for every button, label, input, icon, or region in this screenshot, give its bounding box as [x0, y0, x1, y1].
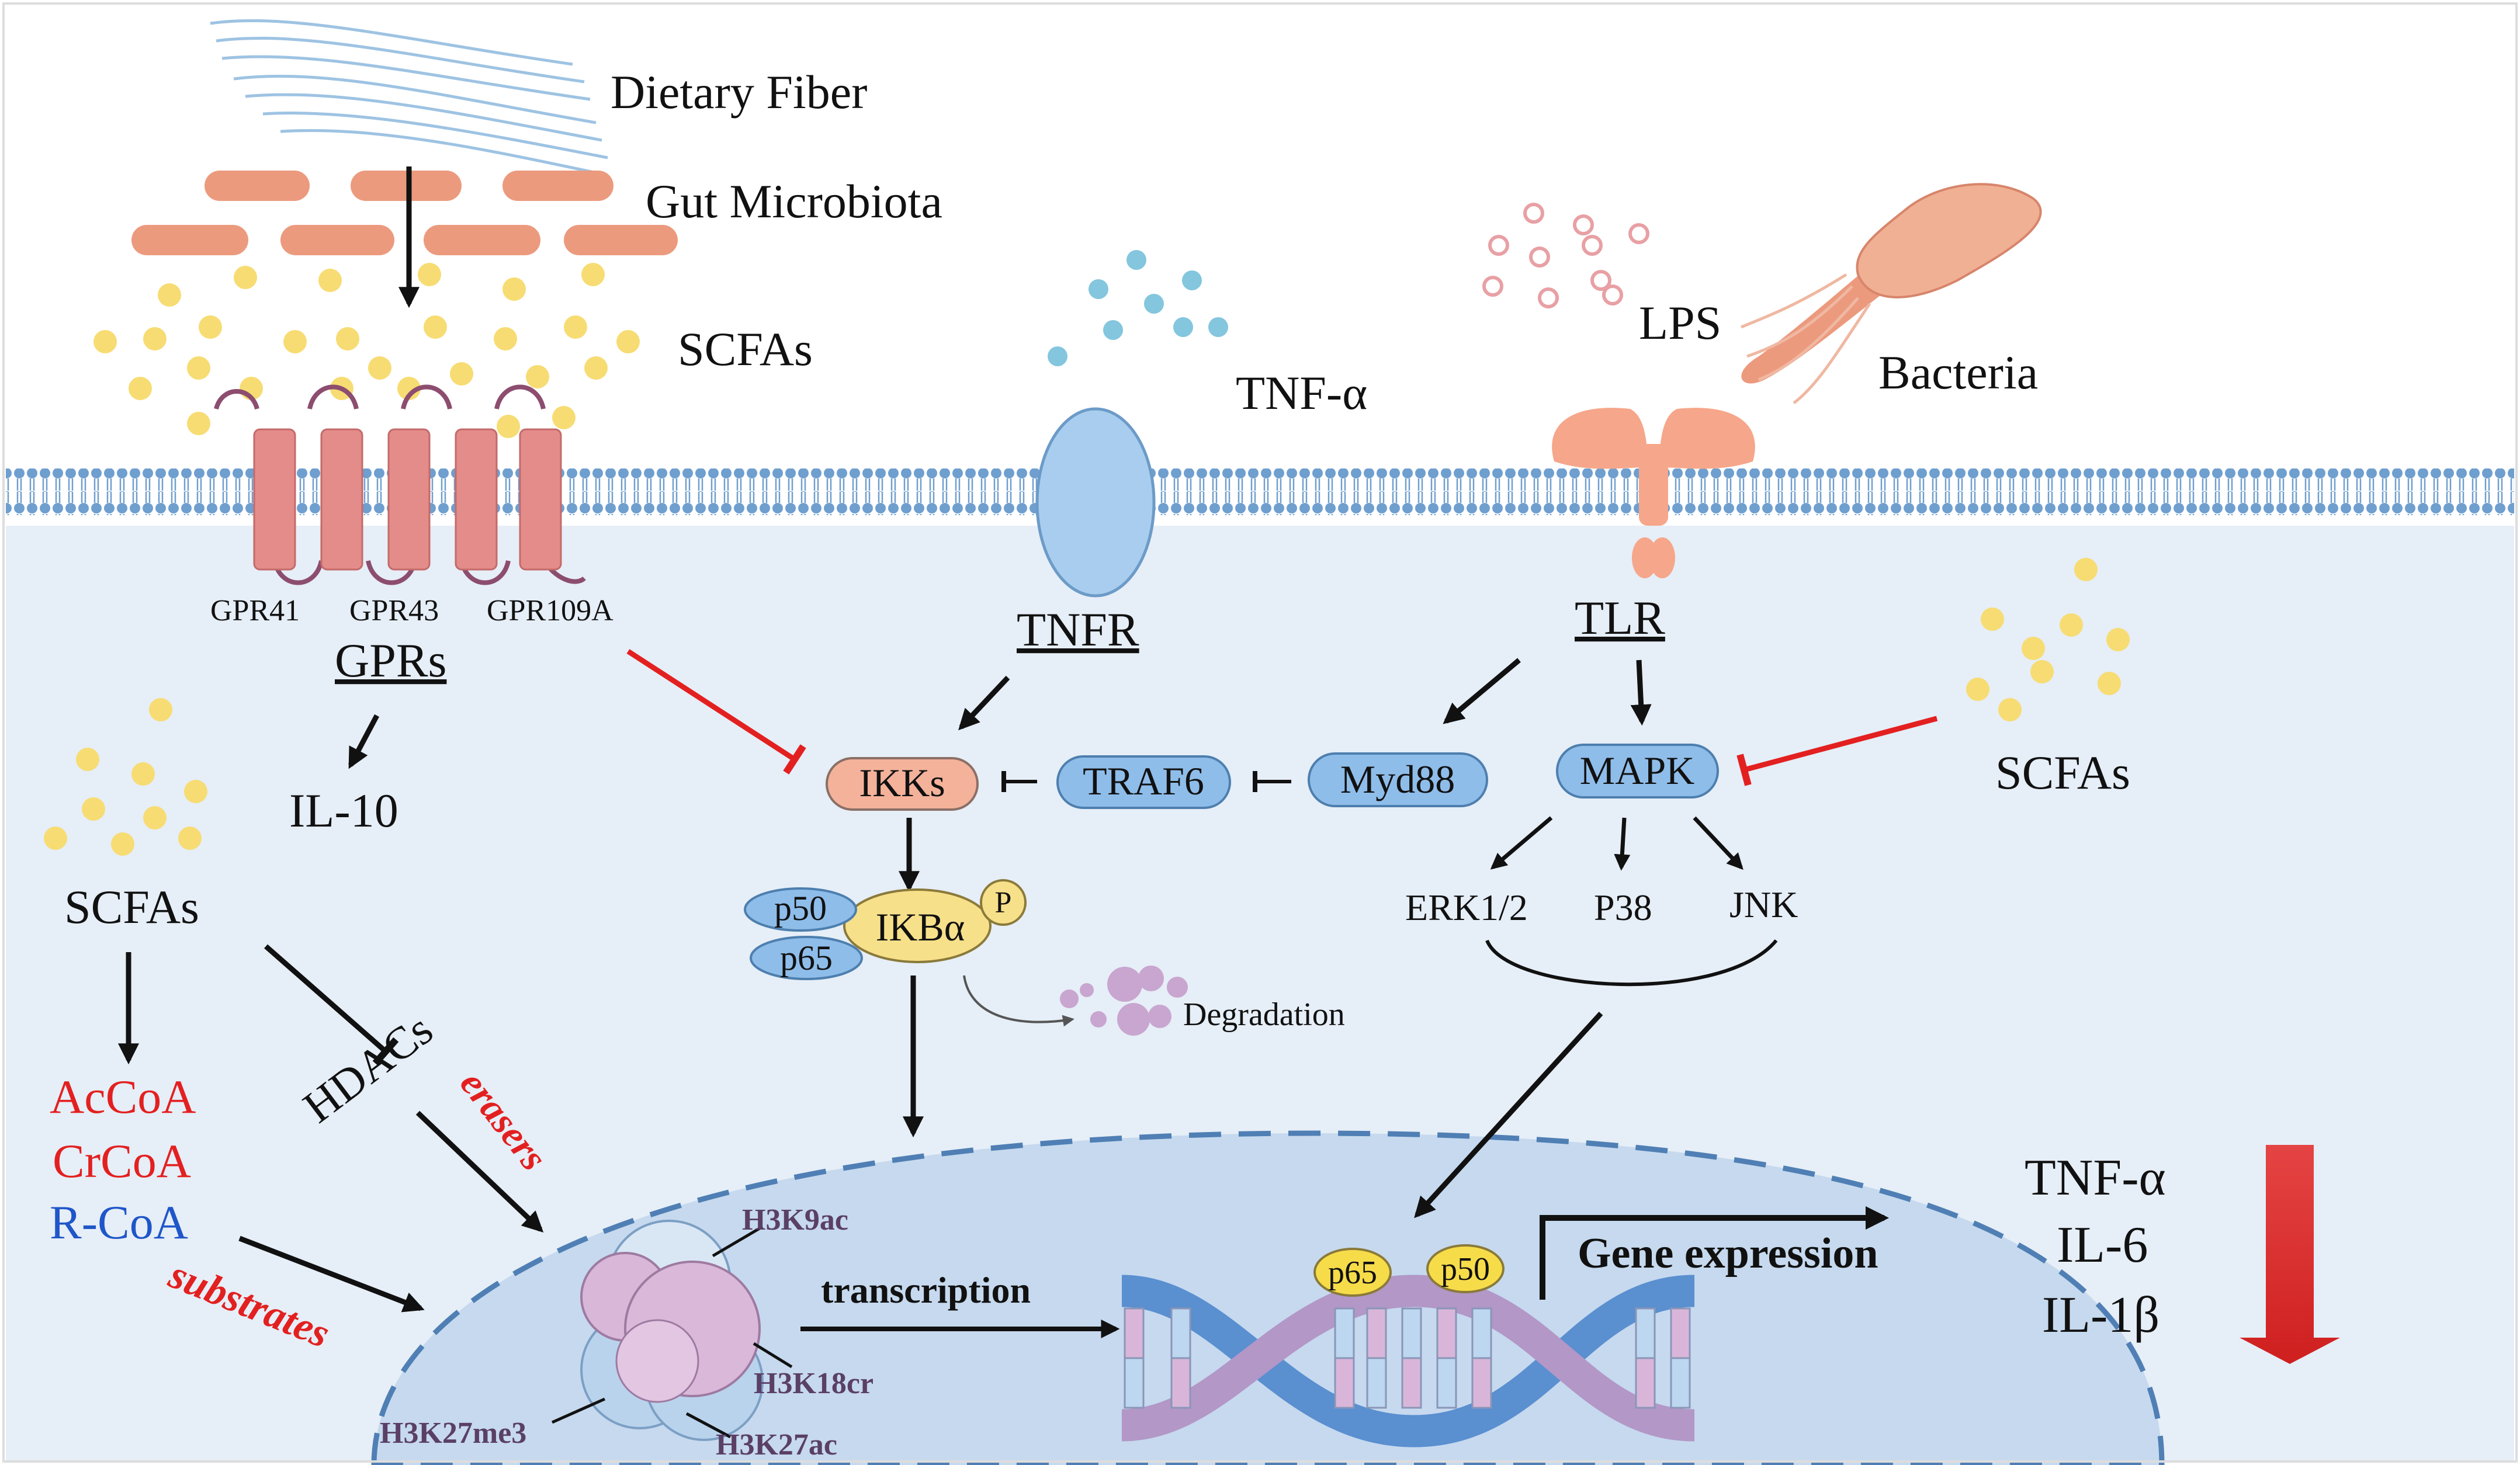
phospho-node — [980, 879, 1027, 926]
nucleosome-icon — [580, 1220, 764, 1441]
tlr-receptor-icon — [1552, 408, 1755, 578]
tlr-to-mapk-arrow — [1630, 659, 1652, 726]
tlr-label: TLR — [1575, 591, 1665, 644]
lps-label: LPS — [1639, 296, 1721, 349]
h3k27ac-label: H3K27ac — [716, 1428, 837, 1461]
gpr-receptors-icon — [214, 384, 586, 585]
h3k27me3-label: H3K27me3 — [380, 1417, 526, 1450]
mapk-to-erk — [1490, 816, 1553, 870]
tnf-alpha-top-label: TNF-α — [1236, 366, 1367, 419]
ikba-node — [843, 888, 992, 963]
ikks-label: IKKs — [859, 761, 945, 805]
tlr-to-myd88-arrow — [1443, 658, 1521, 724]
jnk-label: JNK — [1729, 884, 1798, 925]
mapk-to-p38 — [1614, 817, 1631, 871]
output-il1b-label: IL-1β — [2042, 1287, 2159, 1344]
tnfr-label: TNFR — [1017, 603, 1139, 656]
p65-node — [750, 936, 863, 980]
scfa-molecules-right — [1966, 558, 2130, 721]
degradation-fragments-icon — [1060, 966, 1188, 1036]
crcoa-label: CrCoA — [53, 1134, 191, 1188]
hdacs-to-nucleus-arrow — [415, 1110, 544, 1233]
dna-p65-label: p65 — [1328, 1255, 1377, 1291]
phospho-label: P — [995, 886, 1012, 919]
degradation-arrow — [963, 975, 1074, 1027]
bacteria-icon — [1741, 183, 2042, 404]
tnf-alpha-molecules — [1048, 250, 1228, 366]
mapk-to-nucleus-arrow — [1414, 1011, 1603, 1218]
scfas-right-label: SCFAs — [1995, 746, 2130, 799]
traf6-label: TRAF6 — [1083, 759, 1204, 803]
scfas-inhibit-mapk — [1736, 716, 1938, 786]
traf6-node — [1056, 755, 1231, 809]
p65-label: p65 — [780, 939, 833, 977]
erk-label: ERK1/2 — [1405, 887, 1528, 928]
gpr41-label: GPR41 — [210, 594, 300, 627]
h3k9ac-pointer — [712, 1225, 764, 1258]
mapk-to-jnk — [1693, 816, 1743, 870]
gut-microbiota-icon — [131, 171, 678, 255]
gpr43-label: GPR43 — [349, 594, 439, 627]
gene-expression-label: Gene expression — [1578, 1230, 1878, 1277]
tnfr-receptor-icon — [1035, 407, 1156, 598]
tnfr-to-ikks-arrow — [958, 675, 1010, 731]
gprs-inhibit-ikks — [626, 649, 806, 775]
ikks-node — [826, 757, 979, 811]
gpr109a-label: GPR109A — [487, 594, 613, 627]
p38-label: P38 — [1594, 887, 1652, 928]
h3k9ac-label: H3K9ac — [742, 1203, 848, 1237]
gene-expression-arrow — [1540, 1206, 1889, 1300]
rcoa-label: R-CoA — [50, 1196, 188, 1249]
lps-molecules — [1482, 203, 1649, 308]
mapk-label: MAPK — [1580, 748, 1695, 793]
decrease-arrow-icon — [2240, 1145, 2340, 1364]
bacteria-label: Bacteria — [1878, 346, 2038, 399]
h3k27ac-pointer — [685, 1412, 732, 1439]
scfas-inhibit-hdacs — [264, 944, 399, 1066]
h3k18cr-label: H3K18cr — [754, 1367, 873, 1400]
output-il6-label: IL-6 — [2057, 1217, 2148, 1273]
output-tnf-alpha-label: TNF-α — [2025, 1150, 2166, 1206]
dietary-fiber-label: Dietary Fiber — [611, 65, 867, 119]
gprs-to-il10-arrow — [348, 714, 379, 769]
transcription-label: transcription — [821, 1269, 1031, 1311]
scfa-molecules-left — [44, 698, 207, 856]
dna-p65-node — [1313, 1248, 1392, 1297]
h3k18cr-pointer — [753, 1342, 793, 1369]
myd88-node — [1308, 752, 1488, 807]
scfa-molecules-top — [93, 263, 640, 438]
p50-node — [744, 887, 857, 932]
mapk-bracket — [1485, 939, 1778, 987]
gprs-label: GPRs — [335, 634, 446, 687]
h3k27me3-pointer — [551, 1397, 606, 1424]
degradation-label: Degradation — [1183, 997, 1345, 1033]
nfkb-ikba-complex — [744, 879, 1027, 980]
cell-membrane — [6, 468, 2514, 515]
p50-label: p50 — [774, 889, 827, 928]
ikba-label: IKBα — [876, 905, 965, 949]
dna-p50-label: p50 — [1441, 1251, 1490, 1287]
mapk-node — [1556, 744, 1719, 799]
il10-label: IL-10 — [289, 784, 398, 837]
gut-microbiota-label: Gut Microbiota — [646, 175, 942, 228]
scfas-top-label: SCFAs — [678, 322, 813, 376]
dna-helix-icon — [1121, 1275, 1695, 1447]
scfas-left-label: SCFAs — [64, 880, 199, 933]
dna-p50-node — [1426, 1244, 1505, 1293]
acyl-coa-to-nucleus-arrow — [238, 1235, 425, 1313]
acoa-label: AcCoA — [50, 1070, 196, 1123]
dietary-fiber-icon — [210, 19, 608, 177]
myd88-label: Myd88 — [1340, 757, 1455, 801]
